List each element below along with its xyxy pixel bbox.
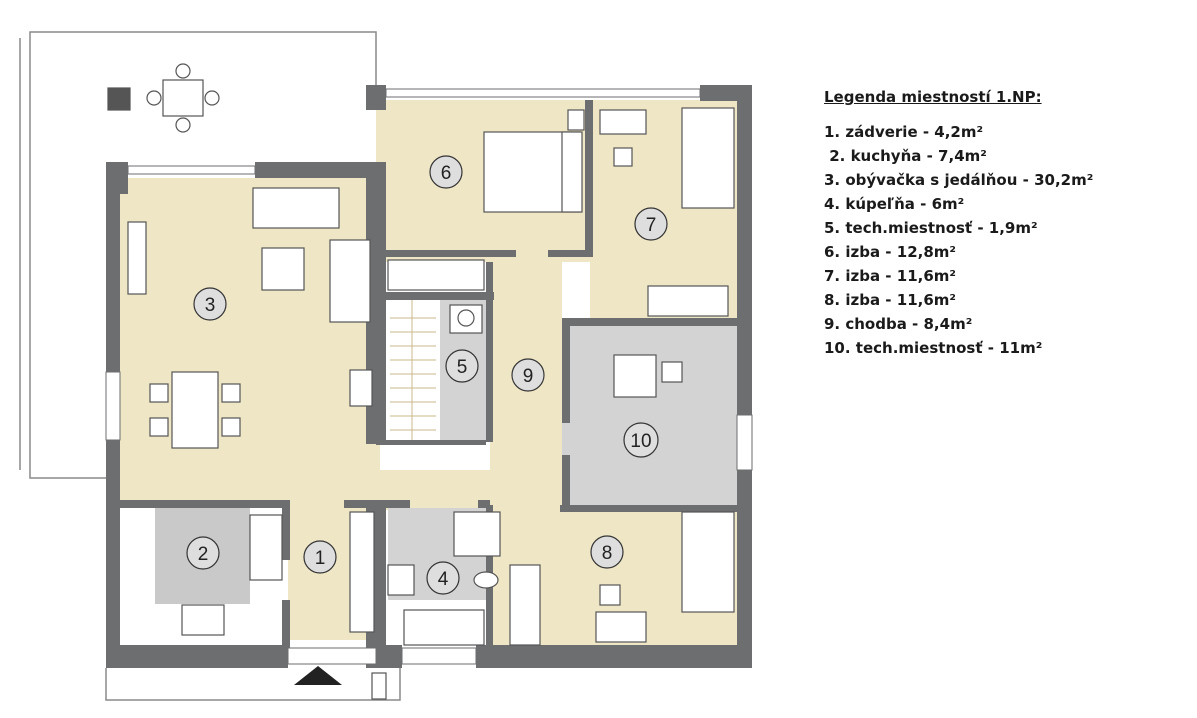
svg-text:6: 6: [441, 163, 452, 184]
furniture: [107, 63, 735, 700]
terrace: [19, 31, 401, 701]
svg-text:4: 4: [438, 569, 449, 590]
room-label-6: 6: [429, 155, 463, 189]
svg-text:1: 1: [315, 548, 326, 569]
legend-item: 5. tech.miestnosť - 1,9m²: [824, 219, 1038, 237]
hall-floor: [290, 470, 580, 510]
room-label-4: 4: [426, 561, 460, 595]
svg-text:5: 5: [457, 357, 468, 378]
room-label-5: 5: [445, 349, 479, 383]
svg-text:9: 9: [523, 366, 534, 387]
room-label-9: 9: [511, 358, 545, 392]
stairs-area: [388, 300, 438, 440]
room-label-7: 7: [634, 207, 668, 241]
room-labels: 1 2 3 4 5 6 7 8 9 10: [186, 155, 668, 595]
legend-item: 3. obývačka s jedálňou - 30,2m²: [824, 171, 1094, 189]
legend-item: 6. izba - 12,8m²: [824, 243, 956, 261]
svg-text:10: 10: [630, 431, 651, 452]
legend-item: 9. chodba - 8,4m²: [824, 315, 973, 333]
svg-text:7: 7: [646, 215, 657, 236]
floor-plan: 1 2 3 4 5 6 7 8 9 10: [19, 31, 753, 701]
legend-item: 1. zádverie - 4,2m²: [824, 123, 984, 141]
legend-list: 1. zádverie - 4,2m² 2. kuchyňa - 7,4m² 3…: [824, 120, 1184, 360]
room-label-10: 10: [623, 422, 659, 458]
room-label-2: 2: [186, 536, 220, 570]
room-label-3: 3: [193, 287, 227, 321]
legend-title: Legenda miestností 1.NP:: [824, 88, 1042, 106]
legend-item: 10. tech.miestnosť - 11m²: [824, 339, 1043, 357]
svg-text:8: 8: [602, 543, 613, 564]
room-label-8: 8: [590, 535, 624, 569]
stairs: [390, 300, 436, 440]
legend-item: 7. izba - 11,6m²: [824, 267, 956, 285]
windows: [105, 88, 753, 665]
room-10-floor: [562, 325, 740, 505]
legend-item: 4. kúpeľňa - 6m²: [824, 195, 965, 213]
legend-item: 2. kuchyňa - 7,4m²: [824, 147, 987, 165]
room-3-floor: [120, 178, 380, 500]
room-legend: Legenda miestností 1.NP: 1. zádverie - 4…: [824, 88, 1184, 360]
svg-text:2: 2: [198, 544, 209, 565]
room-label-1: 1: [303, 540, 337, 574]
legend-item: 8. izba - 11,6m²: [824, 291, 956, 309]
svg-text:3: 3: [205, 295, 216, 316]
